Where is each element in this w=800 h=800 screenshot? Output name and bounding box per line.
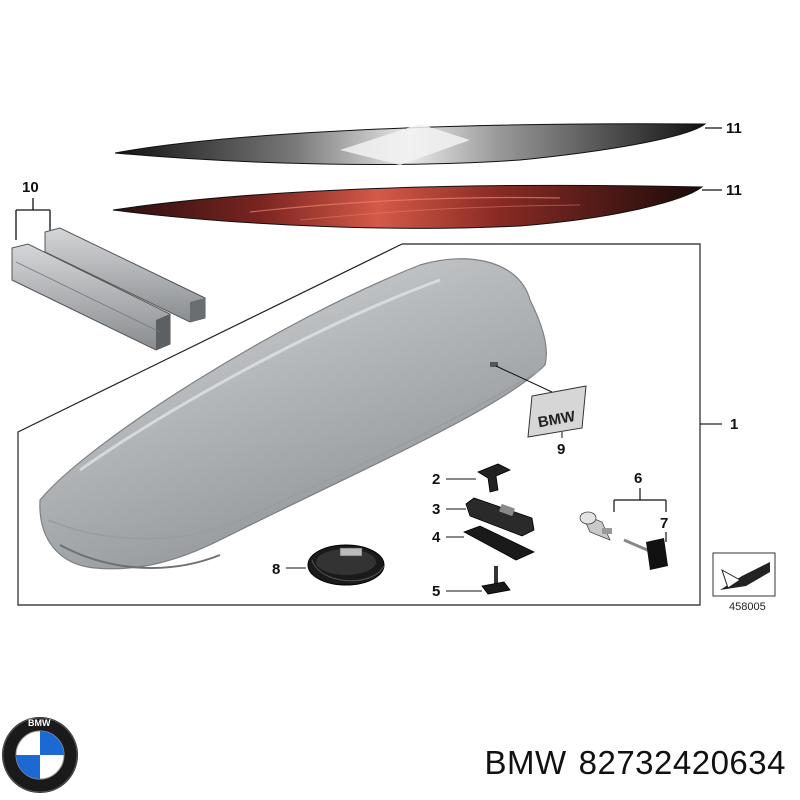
badge-text: BMW [537,408,578,431]
callout-6: 6 [634,470,642,487]
part-knob [477,463,511,493]
strap-roll [307,544,385,586]
decal-red [112,184,704,229]
part-number: 82732420634 [578,744,786,781]
leader-9 [495,365,563,438]
callout-8: 8 [272,561,280,578]
callout-3: 3 [432,501,440,518]
frame-item-1 [17,243,722,606]
part-caption: BMW 82732420634 [484,744,786,782]
decal-silver [114,123,707,165]
bmw-badge: BMW [527,385,587,438]
bracket-6 [613,488,667,542]
load-rails [11,227,206,351]
bracket-10 [15,198,51,240]
callout-7: 7 [660,515,668,532]
part-t-bolt [481,566,511,595]
part-plate [463,525,535,561]
callout-11-top: 11 [726,120,742,137]
callout-11-bottom: 11 [726,182,742,199]
diagram-ref-number: 458005 [729,601,766,613]
callout-10: 10 [22,179,39,196]
part-clamp [465,497,535,537]
callout-4: 4 [432,529,441,546]
diagram-ref-icon [712,552,776,597]
brand-name: BMW [484,744,567,781]
callout-5: 5 [432,583,440,600]
lock-cylinder [579,511,612,541]
roof-box [39,258,547,570]
logo-ring-text: BMW [28,718,51,728]
callout-2: 2 [432,471,440,488]
callout-9: 9 [557,441,565,458]
bmw-logo: BMW [2,717,78,793]
callout-1: 1 [730,416,738,433]
key [623,538,668,570]
